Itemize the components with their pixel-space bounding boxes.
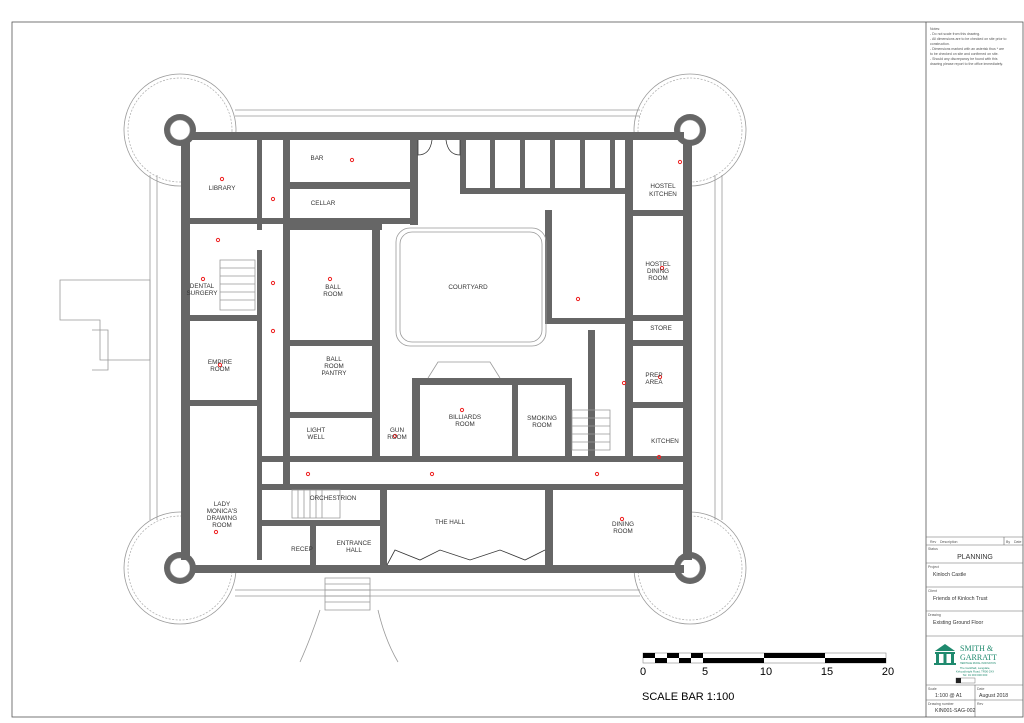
number-label: Drawing number [928,702,955,706]
scale-tick-20: 20 [882,666,894,678]
room-prep-2: AREA [645,379,663,386]
note-line: to be checked on site and confirmed on s… [930,52,999,56]
room-kitchen: KITCHEN [651,438,679,445]
room-pantry-3: PANTRY [322,370,348,377]
room-entrance-1: ENTRANCE [337,540,372,547]
room-billiards-2: ROOM [455,421,475,428]
date-label: Date [977,687,984,691]
address-line: The Guildhall, Langdale, [960,666,991,670]
room-store: STORE [650,325,672,332]
address-line: Kirkcudbright Road, TR00 0XX [956,670,994,674]
scale-bar: 0 5 10 15 20 SCALE BAR 1:100 [640,652,894,703]
address-line: Tel: 01 000 000 000 [963,673,988,677]
room-gun-1: GUN [390,427,404,434]
scale-bar-label: SCALE BAR 1:100 [642,691,734,703]
rev-label: Rev [977,702,983,706]
scale-tick-10: 10 [760,666,772,678]
by-col: By [1006,540,1010,544]
room-billiards-1: BILLIARDS [449,414,481,421]
room-drawing-3: DRAWING [207,515,237,522]
note-line: drawing please report to the office imme… [930,62,1003,66]
smith-garratt-logo: SMITH & GARRATT HERITAGE RURAL INNOVATIO… [934,644,997,677]
room-library: LIBRARY [209,185,237,192]
scale-tick-0: 0 [640,666,646,678]
room-dental-1: DENTAL [190,283,215,290]
room-bar: BAR [311,155,324,162]
room-empire-2: ROOM [210,366,230,373]
status-label: Status [928,547,938,551]
rev-col: Rev [930,540,936,544]
room-empire-1: EMPIRE [208,359,232,366]
number-value: KIN001-SAG-002 [935,708,975,714]
room-entrance-2: HALL [346,547,362,554]
project-label: Project [928,565,939,569]
room-hostel-kitchen-2: KITCHEN [649,191,677,198]
room-drawing-4: ROOM [212,522,232,529]
firm-name-2: GARRATT [960,653,997,662]
scale-value: 1:100 @ A1 [935,693,962,699]
room-pantry-1: BALL [326,356,342,363]
scale-tick-15: 15 [821,666,833,678]
survey-markers [200,157,683,535]
date-value: August 2018 [979,693,1008,699]
room-labels: LIBRARY BAR CELLAR HOSTEL KITCHEN HOSTEL… [186,155,679,554]
room-hostel-dining-3: ROOM [648,275,668,282]
room-pantry-2: ROOM [324,363,344,370]
room-ballroom-1: BALL [325,284,341,291]
scale-tick-5: 5 [702,666,708,678]
project-value: Kinloch Castle [933,572,966,578]
room-gun-2: ROOM [387,434,407,441]
scale-label: Scale [928,687,937,691]
room-dental-2: SURGERY [186,290,218,297]
drawing-label: Drawing [928,613,941,617]
room-courtyard: COURTYARD [448,284,488,291]
room-cellar: CELLAR [311,200,336,207]
room-orchestrion: ORCHESTRION [310,495,357,502]
room-the-hall: THE HALL [435,519,466,526]
client-label: Client [928,589,937,593]
room-dining-1: DINING [612,521,634,528]
note-line: - Dimensions marked with an asterisk thu… [930,47,1004,51]
drawing-value: Existing Ground Floor [933,620,983,626]
note-line: - All dimensions are to be checked on si… [930,37,1007,41]
room-smoking-2: ROOM [532,422,552,429]
note-line: - Do not scale from this drawing. [930,32,980,36]
castle-plan [59,73,747,663]
room-lightwell-2: WELL [307,434,325,441]
room-drawing-2: MONICA'S [207,508,238,515]
firm-name-1: SMITH & [960,644,994,653]
room-smoking-1: SMOKING [527,415,557,422]
notes-heading: Notes: [930,27,940,31]
room-hostel-dining-1: HOSTEL [645,261,671,268]
room-ballroom-2: ROOM [323,291,343,298]
title-block: Notes: - Do not scale from this drawing.… [926,27,1023,717]
client-value: Friends of Kinloch Trust [933,596,988,602]
room-hostel-dining-2: DINING [647,268,669,275]
status-value: PLANNING [957,554,993,561]
note-line: - Should any discrepancy be found with t… [930,57,998,61]
room-recep: RECEP [291,546,313,553]
firm-tagline: HERITAGE RURAL INNOVATION [960,662,996,665]
room-hostel-kitchen-1: HOSTEL [650,183,676,190]
room-dining-2: ROOM [613,528,633,535]
room-drawing-1: LADY [214,501,231,508]
sheet-border [11,21,1024,718]
room-prep-1: PREP [645,372,662,379]
desc-col: Description [940,540,958,544]
date-col: Date [1014,540,1021,544]
note-line: construction. [930,42,950,46]
room-lightwell-1: LIGHT [307,427,326,434]
